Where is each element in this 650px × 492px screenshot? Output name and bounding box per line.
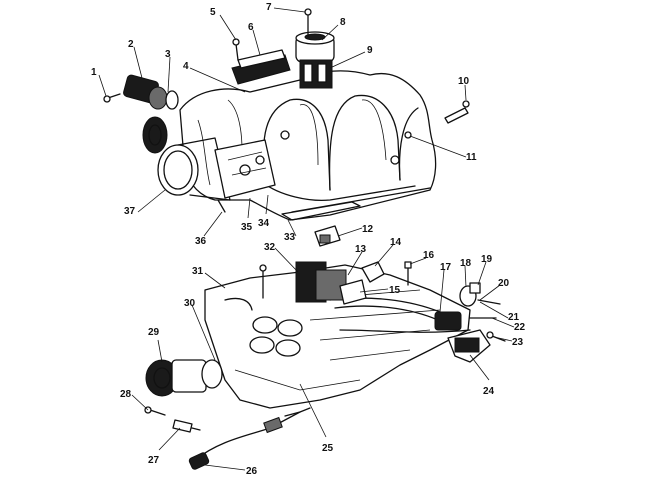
callout-2: 2	[128, 39, 134, 50]
callout-10: 10	[458, 76, 470, 87]
callout-12: 12	[362, 224, 374, 235]
stud-bolt-10	[444, 100, 470, 124]
callout-17: 17	[440, 262, 452, 273]
cover-plate	[231, 38, 291, 85]
callout-9: 9	[367, 45, 373, 56]
callout-labels: 1 2 3 4 5 6 7 8 9 10 11 12 13 14 15 16 1…	[91, 2, 526, 477]
sensor-connector-12	[314, 225, 341, 247]
callout-5: 5	[210, 7, 216, 18]
callout-35: 35	[241, 222, 253, 233]
fuel-pressure-regulator	[434, 282, 506, 363]
callout-16: 16	[423, 250, 435, 261]
callout-4: 4	[183, 61, 189, 72]
callout-36: 36	[195, 236, 207, 247]
egr-valve	[144, 359, 223, 416]
callout-18: 18	[460, 258, 472, 269]
callout-34: 34	[258, 218, 270, 229]
callout-8: 8	[340, 17, 346, 28]
callout-21: 21	[508, 312, 520, 323]
callout-1: 1	[91, 67, 97, 78]
callout-19: 19	[481, 254, 493, 265]
callout-31: 31	[192, 266, 204, 277]
callout-28: 28	[120, 389, 132, 400]
callout-30: 30	[184, 298, 196, 309]
callout-6: 6	[248, 22, 254, 33]
callout-33: 33	[284, 232, 296, 243]
leader-lines	[98, 7, 515, 471]
callout-32: 32	[264, 242, 276, 253]
stud-bolt-16	[404, 261, 412, 286]
fuel-distribution-block	[259, 261, 385, 305]
callout-14: 14	[390, 237, 402, 248]
callout-25: 25	[322, 443, 334, 454]
upper-plenum	[179, 70, 437, 221]
cable-assembly-26	[188, 407, 311, 470]
callout-7: 7	[266, 2, 272, 13]
callout-29: 29	[148, 327, 160, 338]
callout-13: 13	[355, 244, 367, 255]
callout-20: 20	[498, 278, 510, 289]
callout-24: 24	[483, 386, 495, 397]
callout-27: 27	[148, 455, 160, 466]
temperature-sensor-27	[172, 419, 201, 433]
throttle-body	[142, 116, 276, 213]
callout-22: 22	[514, 322, 526, 333]
callout-11: 11	[466, 152, 477, 163]
callout-37: 37	[124, 206, 136, 217]
callout-3: 3	[165, 49, 171, 60]
callout-15: 15	[389, 285, 401, 296]
idle-air-valve	[103, 74, 179, 110]
callout-23: 23	[512, 337, 524, 348]
callout-26: 26	[246, 466, 258, 477]
pressure-regulator-assembly	[295, 8, 335, 89]
